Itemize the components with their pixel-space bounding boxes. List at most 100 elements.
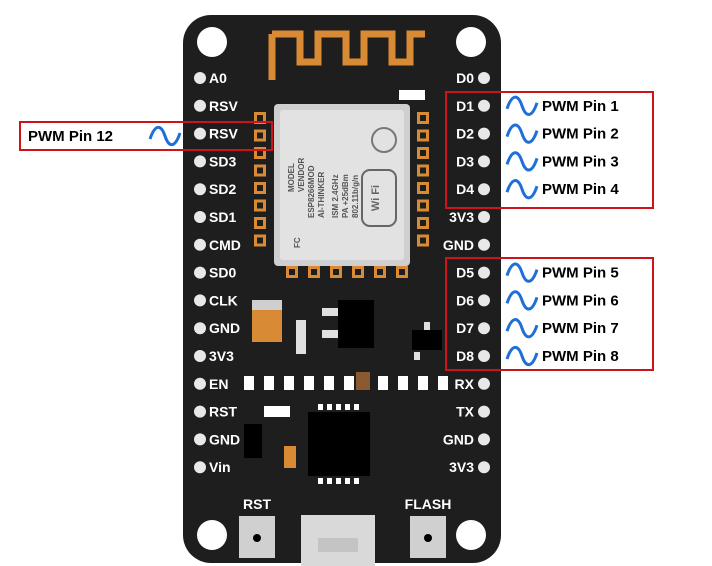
pwm-group-2-highlight xyxy=(445,257,654,371)
left-pin-label: SD3 xyxy=(209,153,236,169)
module-shield-inner xyxy=(280,110,404,260)
smd-capacitor xyxy=(356,372,370,390)
ai-logo xyxy=(371,127,397,153)
smd-resistor xyxy=(344,376,354,390)
left-pin-dot xyxy=(194,377,206,390)
left-pin-label: SD2 xyxy=(209,181,236,197)
left-pin-label: A0 xyxy=(209,70,227,86)
left-pin-header: A0RSVRSVSD3SD2SD1CMDSD0CLKGND3V3ENRSTGND… xyxy=(194,70,241,475)
right-pin-label: D7 xyxy=(456,320,474,336)
chip-pin xyxy=(336,404,341,410)
chip-pin xyxy=(336,478,341,484)
svg-text:Wi Fi: Wi Fi xyxy=(370,185,382,211)
wifi-standard-text: 802.11b/g/n xyxy=(351,175,360,218)
left-pin-dot xyxy=(194,350,206,362)
left-pin-dot xyxy=(194,183,206,196)
left-pin-label: GND xyxy=(209,431,240,447)
smd-resistor xyxy=(324,376,334,390)
pwm-pin-label: PWM Pin 4 xyxy=(542,181,619,198)
pwm-pin-label: PWM Pin 7 xyxy=(542,320,619,337)
module-markings: FC MODEL VENDOR ESP8266MOD AI-THINKER IS… xyxy=(287,158,360,248)
fcc-logo: FC xyxy=(293,237,302,248)
right-pin-label: TX xyxy=(456,404,475,420)
regulator-lead xyxy=(322,308,338,316)
left-pin-label: RSV xyxy=(209,98,238,114)
module-pad-hole xyxy=(257,220,263,226)
pwm-pin-label: PWM Pin 3 xyxy=(542,153,619,170)
diode-lead xyxy=(424,322,430,330)
pwm-pin-label: PWM Pin 8 xyxy=(542,348,619,365)
left-pin-label: SD0 xyxy=(209,265,236,281)
vendor-value: AI-THINKER xyxy=(317,172,326,218)
flash-button-dot xyxy=(424,534,432,542)
right-pin-label: 3V3 xyxy=(449,209,474,225)
chip-pin xyxy=(318,404,323,410)
left-pin-dot xyxy=(194,266,206,279)
module-pad-hole xyxy=(257,115,263,121)
antenna-chip xyxy=(399,90,425,100)
module-pad-hole xyxy=(399,269,405,275)
chip-pin xyxy=(318,478,323,484)
pwm-pin-12-label: PWM Pin 12 xyxy=(28,128,113,145)
left-pin-dot xyxy=(194,72,206,84)
right-pin-dot xyxy=(478,72,490,84)
pwm-pin-label: PWM Pin 6 xyxy=(542,292,619,309)
chip-pins xyxy=(318,404,359,484)
left-pin-dot xyxy=(194,127,206,140)
module-pad-hole xyxy=(311,269,317,275)
smd-resistor xyxy=(304,376,314,390)
left-pin-label: CMD xyxy=(209,237,241,253)
left-pin-dot xyxy=(194,433,206,446)
module-pad-hole xyxy=(289,269,295,275)
pwm-wave-icon xyxy=(505,318,539,339)
pwm-wave-icon xyxy=(505,290,539,311)
left-pin-label: 3V3 xyxy=(209,348,234,364)
pwm-wave-icon xyxy=(148,125,182,147)
right-pin-dot xyxy=(478,350,490,362)
chip-pin xyxy=(354,478,359,484)
antenna-trace xyxy=(268,30,425,80)
right-pin-dot xyxy=(478,405,490,418)
right-pin-dot xyxy=(478,294,490,307)
module-pad-hole xyxy=(355,269,361,275)
mounting-hole xyxy=(456,27,486,57)
left-pin-dot xyxy=(194,211,206,223)
module-pad-hole xyxy=(420,202,426,209)
left-pin-dot xyxy=(194,99,206,112)
flash-button-label: FLASH xyxy=(405,496,452,512)
right-pin-dot xyxy=(478,461,490,474)
pwm-pin-label: PWM Pin 2 xyxy=(542,126,619,143)
model-label: MODEL xyxy=(287,163,296,192)
model-value: ESP8266MOD xyxy=(307,165,316,218)
smd-component xyxy=(244,424,262,458)
right-pin-label: D5 xyxy=(456,265,474,281)
mounting-hole xyxy=(197,27,227,57)
chip-pin xyxy=(345,478,350,484)
pwm-wave-icon xyxy=(505,262,539,283)
left-pin-label: RST xyxy=(209,404,237,420)
right-pin-dot xyxy=(478,155,490,168)
ism-text: ISM 2.4GHz xyxy=(331,174,340,218)
left-pin-label: Vin xyxy=(209,459,231,475)
right-pin-label: D0 xyxy=(456,70,474,86)
left-pin-label: EN xyxy=(209,376,228,392)
left-pin-dot xyxy=(194,405,206,418)
voltage-regulator xyxy=(338,300,374,348)
right-pin-dot xyxy=(478,183,490,196)
mounting-hole xyxy=(197,520,227,550)
right-pin-dot xyxy=(478,266,490,279)
rst-button-label: RST xyxy=(243,496,271,512)
right-pin-label: RX xyxy=(455,376,475,392)
smd-resistor xyxy=(244,376,254,390)
module-pad-hole xyxy=(257,150,263,156)
pwm-wave-icon xyxy=(505,123,539,144)
mounting-hole xyxy=(456,520,486,550)
chip-pin xyxy=(327,478,332,484)
left-pin-dot xyxy=(194,238,206,251)
left-pin-label: CLK xyxy=(209,292,238,308)
left-pin-label: GND xyxy=(209,320,240,336)
smd-resistor xyxy=(284,376,294,390)
right-pin-dot xyxy=(478,433,490,446)
